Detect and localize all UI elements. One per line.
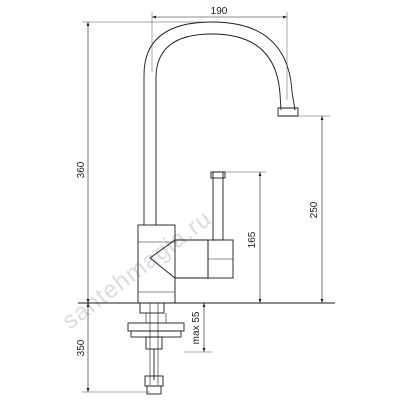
dim-label-350: 350 xyxy=(76,339,87,356)
dimension-spout-reach: 190 xyxy=(151,6,288,100)
dim-label-max55: max 55 xyxy=(191,311,202,344)
dimension-handle-height: 165 xyxy=(225,171,266,303)
dim-label-250: 250 xyxy=(309,201,320,218)
dim-label-360: 360 xyxy=(76,161,87,178)
dimension-max-thickness: max 55 xyxy=(184,303,212,353)
handle-stem xyxy=(212,171,224,241)
dimension-below-deck: 350 xyxy=(76,303,150,393)
mounting-assembly xyxy=(127,302,185,395)
dim-label-190: 190 xyxy=(211,6,228,17)
dim-label-165: 165 xyxy=(247,231,258,248)
spout-outer xyxy=(143,21,296,225)
dimension-total-height: 360 xyxy=(76,21,210,303)
faucet-body xyxy=(137,21,299,304)
dimension-spout-height: 250 xyxy=(298,115,330,303)
spout-inner xyxy=(155,33,282,225)
